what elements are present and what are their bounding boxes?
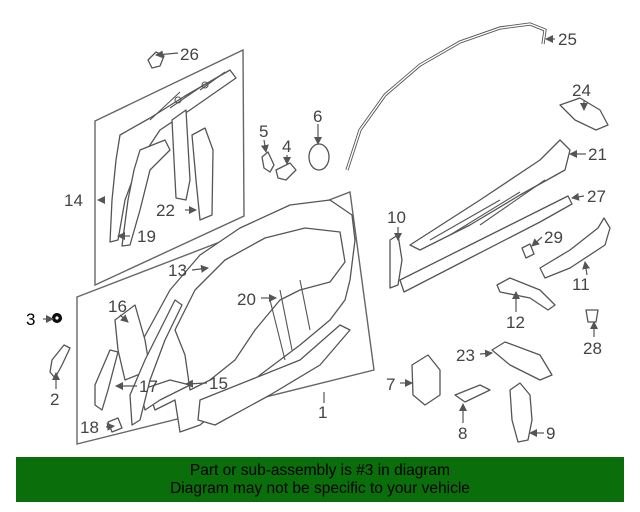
callout-2: 2 — [50, 390, 59, 409]
callout-13: 13 — [168, 261, 187, 280]
callout-4: 4 — [282, 137, 291, 156]
part-12-shape — [496, 277, 556, 311]
callout-29: 29 — [544, 228, 563, 247]
part-24-shape — [559, 97, 609, 131]
part-3-clip — [52, 313, 62, 323]
part-4-shape — [275, 162, 297, 181]
callout-27: 27 — [587, 187, 606, 206]
part-29-shape — [521, 243, 535, 259]
part-7-shape — [411, 354, 441, 406]
callout-3-highlighted: 3 — [26, 310, 35, 329]
part-6-shape — [308, 143, 330, 171]
banner-line-2: Diagram may not be specific to your vehi… — [170, 480, 470, 497]
leader-lines — [43, 35, 598, 437]
callout-10: 10 — [387, 208, 406, 227]
panel-1-group — [76, 191, 375, 445]
callout-1: 1 — [318, 403, 327, 422]
callout-28: 28 — [583, 339, 602, 358]
part-23-shape — [491, 341, 553, 381]
diagram-notice-banner: Part or sub-assembly is #3 in diagram Di… — [16, 457, 624, 502]
callout-19: 19 — [137, 227, 156, 246]
callout-23: 23 — [456, 346, 475, 365]
callout-11: 11 — [572, 275, 590, 294]
part-28-shape — [585, 309, 599, 323]
part-2-shape — [49, 344, 71, 379]
part-11-shape — [539, 217, 611, 279]
callout-21: 21 — [588, 145, 607, 164]
callout-15: 15 — [209, 374, 228, 393]
callout-26: 26 — [180, 45, 199, 64]
callout-18: 18 — [80, 418, 99, 437]
callout-17: 17 — [139, 377, 158, 396]
callout-9: 9 — [546, 424, 555, 443]
callout-20: 20 — [237, 290, 256, 309]
callout-8: 8 — [458, 424, 467, 443]
part-9-shape — [509, 382, 533, 443]
callout-7: 7 — [386, 375, 395, 394]
callout-12: 12 — [506, 313, 525, 332]
callout-25: 25 — [558, 30, 577, 49]
part-8-shape — [454, 384, 491, 403]
callout-6: 6 — [313, 107, 322, 126]
parts-diagram: 26 25 24 5 4 6 21 14 22 27 10 19 29 13 1… — [26, 22, 611, 445]
callout-24: 24 — [572, 81, 591, 100]
part-21-27-rocker — [399, 139, 573, 293]
panel-14-group — [94, 48, 245, 287]
callout-5: 5 — [259, 122, 268, 141]
part-25-shape — [345, 22, 547, 171]
part-5-shape — [261, 151, 275, 173]
callout-14: 14 — [64, 191, 83, 210]
banner-line-1: Part or sub-assembly is #3 in diagram — [189, 462, 451, 479]
callout-22: 22 — [156, 201, 175, 220]
callout-16: 16 — [108, 297, 127, 316]
